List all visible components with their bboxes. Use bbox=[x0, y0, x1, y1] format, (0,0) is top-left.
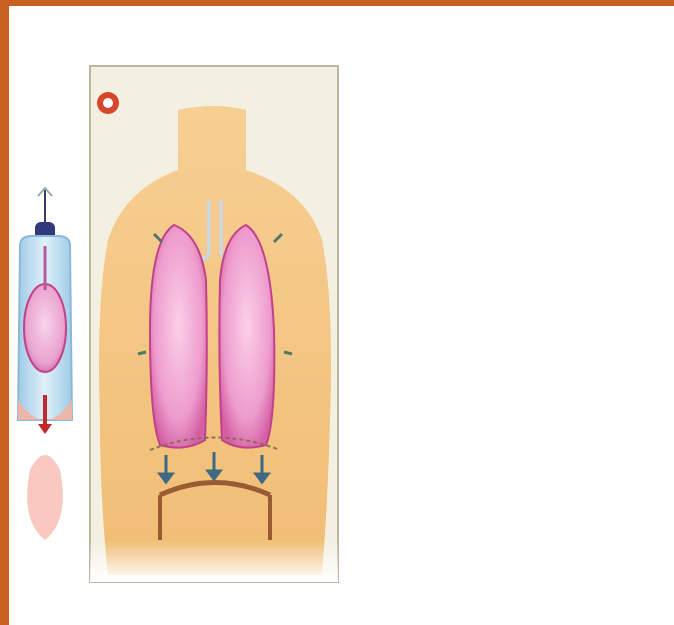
panel-label-b: b bbox=[443, 92, 465, 114]
left-lung-inhale bbox=[150, 225, 207, 448]
panel-label-a: a bbox=[97, 92, 119, 114]
jar-model-inhale bbox=[18, 188, 72, 540]
panel-a bbox=[90, 66, 338, 582]
